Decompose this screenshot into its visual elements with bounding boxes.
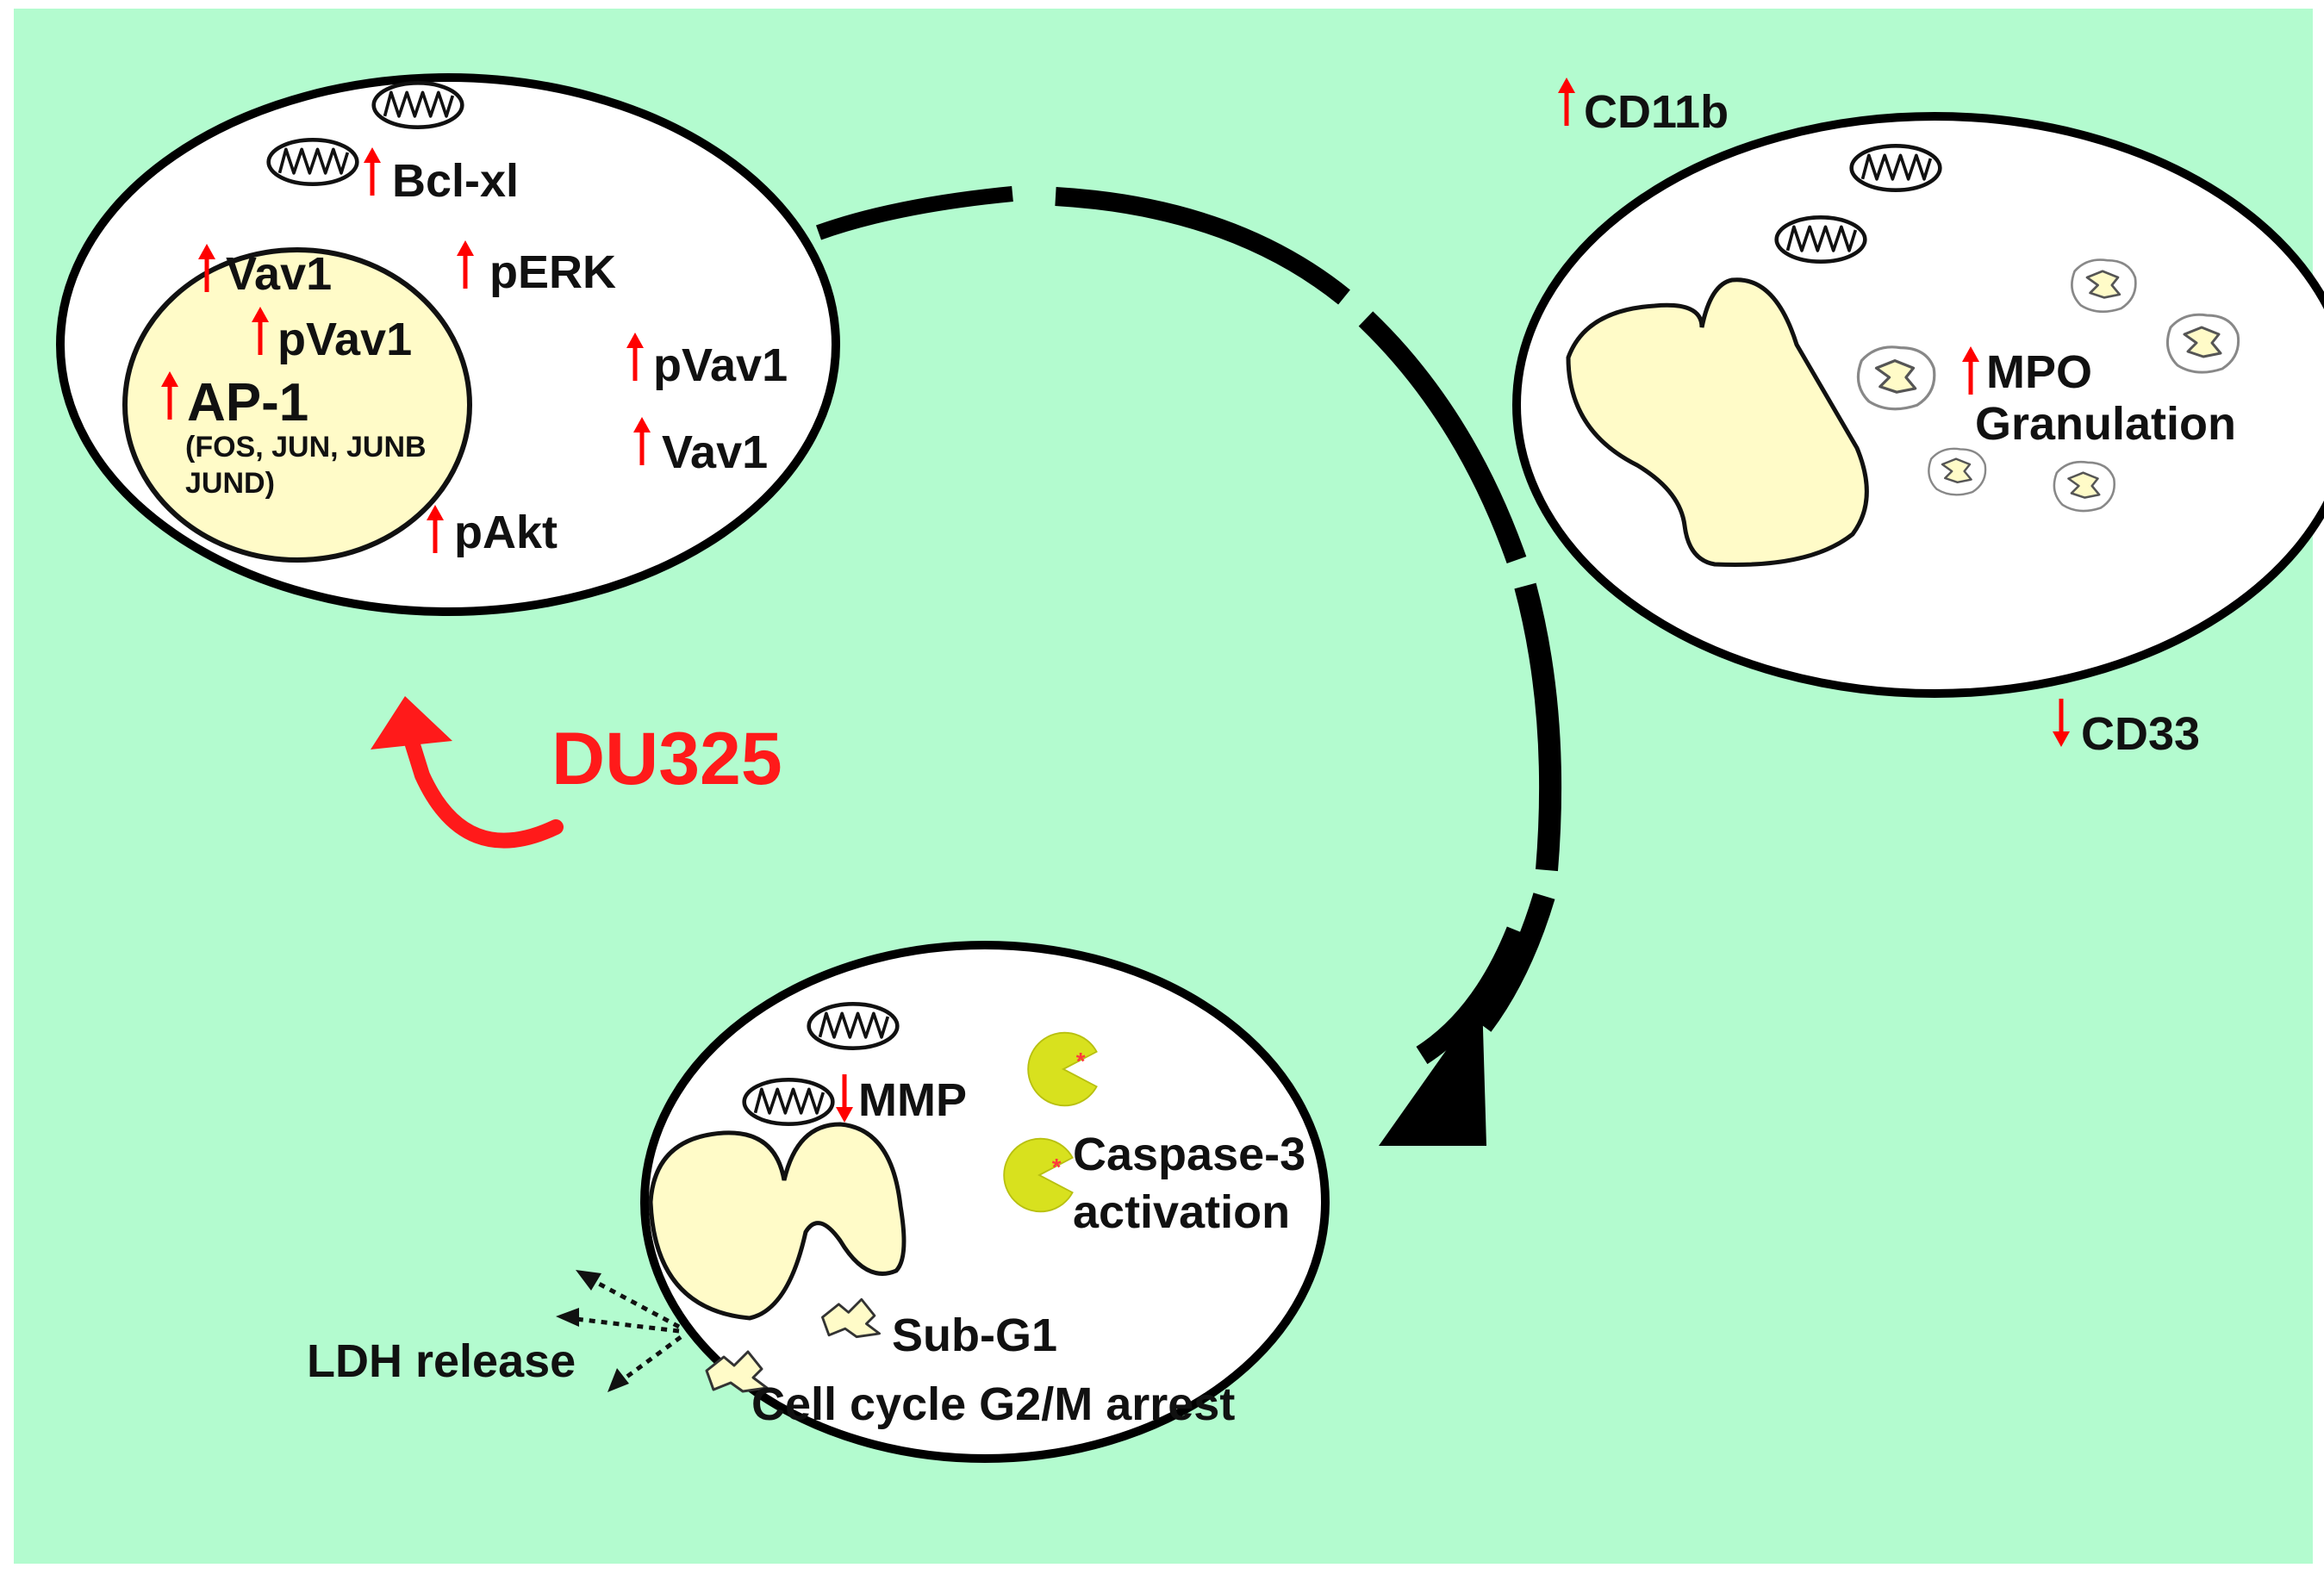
label-ap1-genes-line1: (FOS, JUN, JUNB: [185, 431, 427, 463]
granule-icon: [1856, 345, 1936, 411]
ldh-release: [568, 1274, 682, 1385]
label-caspase-activation: activation: [1073, 1186, 1290, 1238]
label-perk: pERK: [489, 246, 616, 298]
label-cyto-vav1: Vav1: [662, 426, 768, 478]
differentiation-cell: CD11b MPO Granulation CD33: [1512, 78, 2324, 760]
label-mpo: MPO: [1986, 346, 2092, 398]
ldh-arrow-heads: [556, 1270, 629, 1392]
label-cell-cycle-arrest: Cell cycle G2/M arrest: [751, 1378, 1235, 1430]
granule-icon: [2071, 258, 2137, 314]
label-ldh-release: LDH release: [307, 1335, 576, 1387]
label-ap1-genes-line2: JUND): [185, 467, 275, 500]
signaling-cell: Bcl-xl Vav1 pVav1 AP-1 (FOS, JUN, JUNB J…: [56, 73, 840, 616]
mitochondrion-icon: [809, 1004, 898, 1048]
drug-treatment: DU325: [371, 696, 782, 849]
drug-arrow: [402, 729, 564, 849]
label-cd11b: CD11b: [1584, 86, 1729, 138]
drug-arrow-head: [371, 696, 452, 750]
differentiated-nucleus: [1566, 277, 1869, 568]
mitochondrion-icon: [269, 140, 358, 184]
signaling-nucleus: [122, 247, 472, 563]
label-sub-g1: Sub-G1: [892, 1310, 1057, 1361]
label-nuclear-pvav1: pVav1: [277, 314, 412, 365]
mitochondrion-icon: [1777, 217, 1866, 261]
drug-label: DU325: [551, 718, 782, 800]
process-arrow-head: [1379, 999, 1486, 1146]
mitochondrion-icon: [1852, 146, 1941, 190]
mitochondrion-icon: [374, 83, 463, 127]
apoptosis-cell-membrane: [640, 941, 1330, 1463]
label-ap-1: AP-1: [187, 373, 308, 432]
apoptosis-cell: MMP Caspase-3 activation Sub-G1 Cell cyc…: [640, 941, 1330, 1463]
label-caspase-3: Caspase-3: [1073, 1129, 1305, 1180]
label-cd33: CD33: [2081, 708, 2200, 760]
granule-icon: [2053, 460, 2115, 513]
label-pakt: pAkt: [454, 507, 558, 558]
label-bcl-xl: Bcl-xl: [392, 155, 519, 207]
process-flow-arrow: [815, 186, 1562, 1065]
label-mmp: MMP: [858, 1074, 967, 1126]
granule-icon: [2165, 313, 2240, 374]
label-nuclear-vav1: Vav1: [226, 248, 332, 300]
apoptotic-nucleus: [648, 1122, 907, 1321]
label-cyto-pvav1: pVav1: [653, 339, 788, 391]
granule-icon: [1928, 447, 1987, 496]
label-granulation: Granulation: [1975, 398, 2236, 450]
mitochondrion-icon: [745, 1079, 833, 1123]
